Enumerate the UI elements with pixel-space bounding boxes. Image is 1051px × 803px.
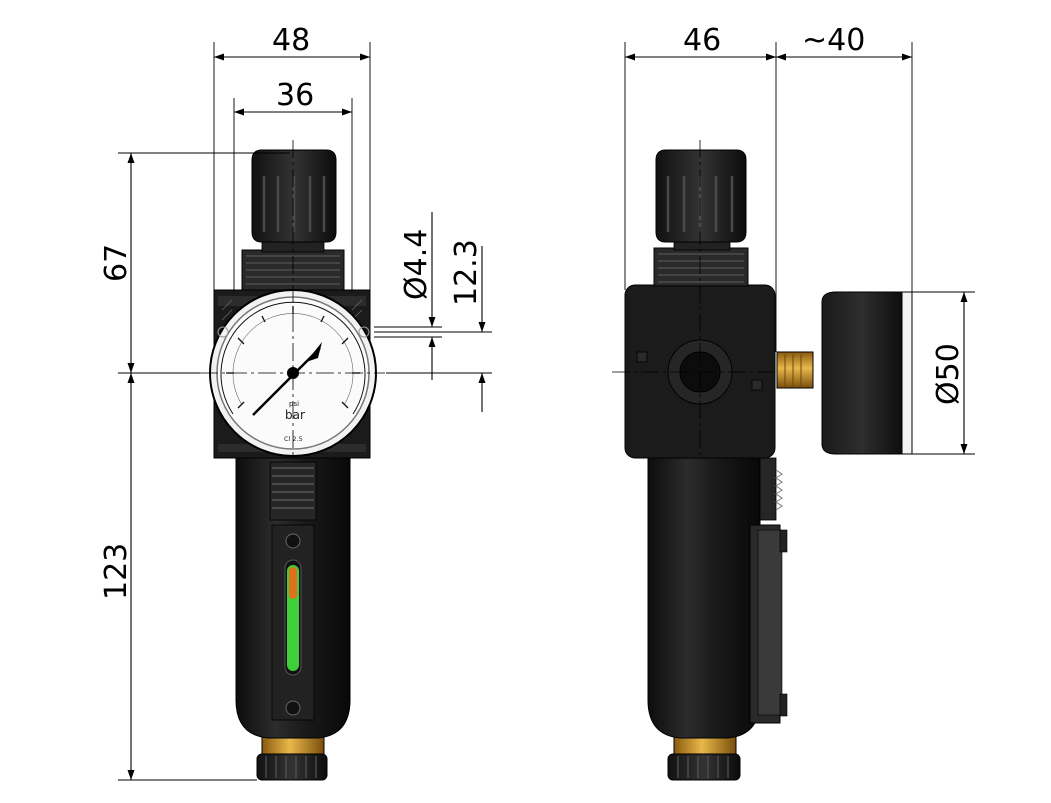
dim-hole-offset: 12.3 bbox=[449, 239, 484, 306]
front-gauge-unit-bar: bar bbox=[285, 408, 305, 422]
side-filter-bowl bbox=[647, 454, 761, 739]
front-sight-screw-top bbox=[285, 533, 301, 549]
dim-hole-diameter: Ø4.4 bbox=[399, 229, 434, 300]
side-hole-right bbox=[751, 379, 763, 391]
front-sight-strip bbox=[271, 524, 315, 721]
side-view bbox=[624, 149, 913, 781]
front-sight-level-orange bbox=[289, 567, 297, 599]
front-dimensions: 48 36 67 123 Ø4.4 12.3 bbox=[99, 23, 492, 781]
side-hole-left bbox=[636, 351, 648, 363]
front-drain-knob bbox=[256, 753, 328, 781]
side-center-lines bbox=[612, 140, 778, 455]
dim-width-inner: 36 bbox=[276, 78, 314, 113]
front-sight-screw-bottom bbox=[285, 700, 301, 716]
dim-width-outer: 48 bbox=[272, 23, 310, 58]
front-mount-hole-left bbox=[217, 326, 229, 338]
side-gauge-lens bbox=[901, 291, 913, 455]
side-drain-knob bbox=[667, 753, 741, 781]
dim-gauge-diameter: Ø50 bbox=[931, 343, 966, 405]
side-gauge-connector bbox=[776, 351, 814, 389]
side-dimensions: 46 ~40 Ø50 bbox=[624, 23, 975, 455]
side-gauge-housing bbox=[821, 291, 903, 455]
side-bowl-latch bbox=[759, 457, 783, 521]
dim-side-depth: 46 bbox=[683, 23, 721, 58]
front-mount-hole-right bbox=[358, 326, 370, 338]
dim-gauge-projection: ~40 bbox=[802, 23, 865, 58]
dim-height-upper: 67 bbox=[99, 244, 134, 282]
dim-height-lower: 123 bbox=[99, 543, 134, 600]
front-center-lines bbox=[200, 140, 385, 455]
front-gauge-unit-psi: psi bbox=[289, 400, 299, 408]
